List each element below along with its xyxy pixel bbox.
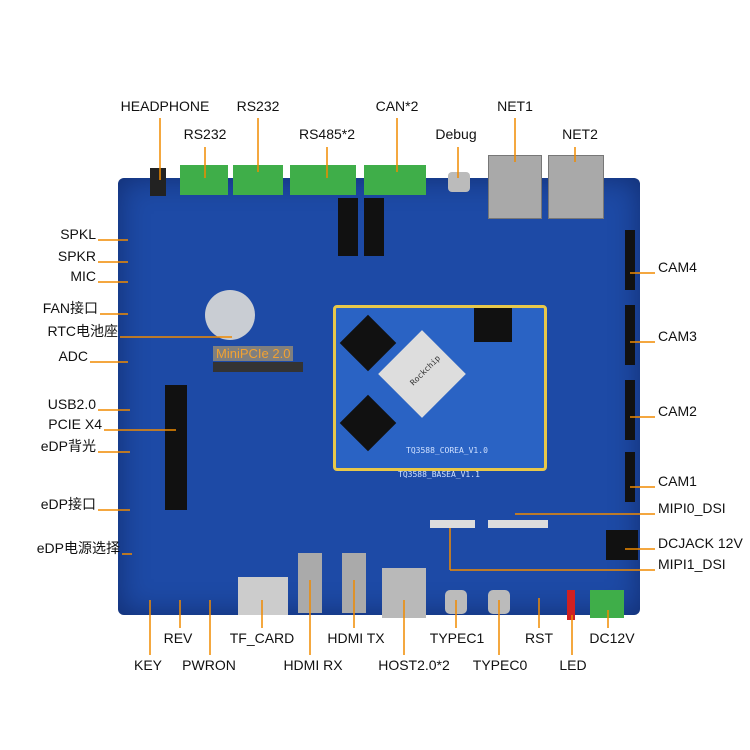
label-edp-power: eDP电源选择 [36,540,120,556]
label-mipi0: MIPI0_DSI [658,500,726,516]
emmc-chip [474,308,512,342]
label-rs485: RS485*2 [298,126,356,142]
label-can: CAN*2 [375,98,419,114]
label-typec1: TYPEC1 [429,630,485,646]
label-rst: RST [525,630,553,646]
label-pwron: PWRON [182,657,236,673]
label-dcjack: DCJACK 12V [658,535,743,551]
rs232-connector-1 [180,165,228,195]
label-cam1: CAM1 [658,473,697,489]
mipi-connector [488,520,548,528]
label-rtc: RTC电池座 [47,323,118,339]
cam1-connector [625,452,635,502]
label-rs232-2: RS232 [236,98,280,114]
rtc-battery [205,290,255,340]
label-edp-backlight: eDP背光 [40,438,96,454]
core-module: Rockchip TQ3588_COREA_V1.0 [333,305,547,471]
label-debug: Debug [435,126,477,142]
led [567,590,575,620]
label-dc12v: DC12V [589,630,635,646]
label-headphone: HEADPHONE [120,98,210,114]
label-mic: MIC [70,268,96,284]
label-key: KEY [133,657,163,673]
label-adc: ADC [58,348,88,364]
label-net1: NET1 [497,98,533,114]
label-fan: FAN接口 [42,300,98,316]
label-typec0: TYPEC0 [472,657,528,673]
label-hdmi-rx: HDMI RX [283,657,343,673]
can-connector [364,165,426,195]
minipcie-slot [213,362,303,372]
label-hdmi-tx: HDMI TX [327,630,385,646]
rs485-connector [290,165,356,195]
base-silk: TQ3588_BASEA_V1.1 [398,470,480,479]
black-relay [364,198,384,256]
cam2-connector [625,380,635,440]
core-silk: TQ3588_COREA_V1.0 [406,446,488,455]
headphone-jack [150,168,166,196]
mipi-connector [430,520,475,528]
label-spkr: SPKR [57,248,96,264]
label-net2: NET2 [562,126,598,142]
label-mipi1: MIPI1_DSI [658,556,726,572]
minipcie-silk: MiniPCIe 2.0 [213,346,294,361]
label-host: HOST2.0*2 [378,657,450,673]
dc-jack [606,530,638,560]
label-usb2: USB2.0 [47,396,96,412]
net2-rj45 [548,155,604,219]
label-cam3: CAM3 [658,328,697,344]
label-rs232-1: RS232 [183,126,227,142]
label-rev: REV [163,630,193,646]
label-led: LED [559,657,587,673]
pcie-x4-slot [165,385,187,510]
cam4-connector [625,230,635,290]
black-relay [338,198,358,256]
label-cam2: CAM2 [658,403,697,419]
tf-card-slot [238,577,288,615]
label-spkl: SPKL [60,226,96,242]
cam3-connector [625,305,635,365]
label-tf-card: TF_CARD [229,630,295,646]
debug-usb-port [448,172,470,192]
label-pcie: PCIE X4 [48,416,102,432]
label-cam4: CAM4 [658,259,697,275]
dc12v-connector [590,590,624,618]
label-edp: eDP接口 [40,496,96,512]
